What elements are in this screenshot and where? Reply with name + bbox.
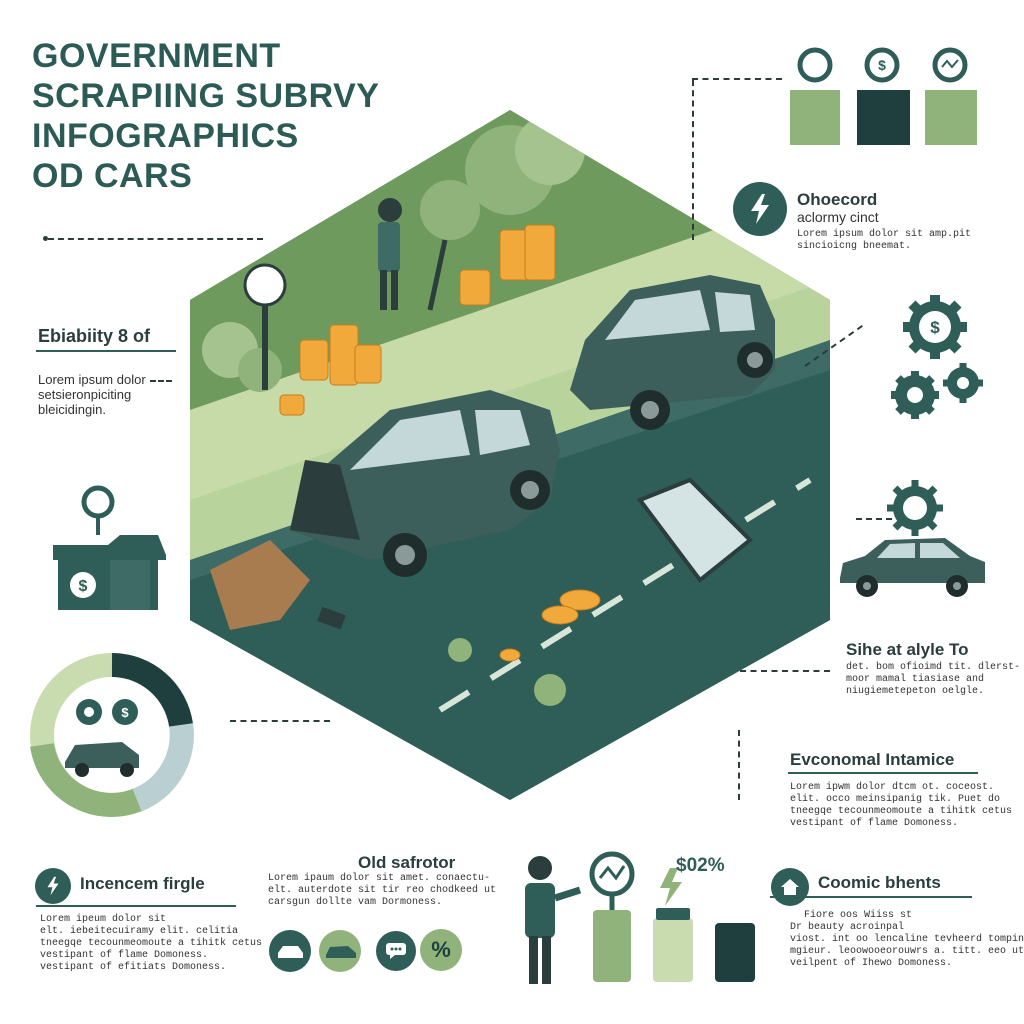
body-line: Lorem ipsum dolor <box>38 372 146 387</box>
bottom-right-heading: Coomic bhents <box>818 873 941 892</box>
body-line: det. bom ofioimd tit. dlerst- <box>846 662 1021 673</box>
body-line: Lorem ipwm dolor dtcm ot. coceost. <box>790 782 995 793</box>
right-mid-body: det. bom ofioimd tit. dlerst- moor mamal… <box>846 662 1020 698</box>
connector-line <box>150 380 172 382</box>
gears-icon: $ <box>891 295 983 419</box>
car-with-gear-icon <box>840 480 985 597</box>
body-line: niugiemetepeton oelgle. <box>846 686 985 697</box>
body-line: vestipant of efitiats Domoness. <box>40 962 227 973</box>
left-panel-body: Lorem ipsum dolor setsieronpiciting blei… <box>38 372 146 417</box>
bottom-right-body: Fiore oos Wiiss st Dr beauty acroinpal v… <box>790 910 1024 970</box>
body-line: tneegqe tecounmeomoute a tihitk cetus <box>40 938 263 949</box>
divider <box>788 772 978 774</box>
price-gauge-icons: $ <box>790 47 977 145</box>
right-lower-body: Lorem ipwm dolor dtcm ot. coceost. elit.… <box>790 782 1012 830</box>
body-line: Dr beauty acroinpal <box>790 922 905 933</box>
chart-value-label: $02% <box>676 855 725 876</box>
body-line: bleicidingin. <box>38 402 106 417</box>
home-icon <box>771 868 809 906</box>
divider <box>36 905 236 907</box>
connector-line <box>230 720 330 722</box>
divider <box>36 350 176 352</box>
body-line: elt. iebeitecuiramy elit. celitia <box>40 926 239 937</box>
body-line: vestipant of flame Domoness. <box>40 950 209 961</box>
bottom-mid-heading: Old safrotor <box>358 853 456 872</box>
connector-line <box>856 518 892 520</box>
right-mid-heading: Sihe at alyle To <box>846 640 969 659</box>
percent-icon: % <box>420 929 462 971</box>
divider <box>770 896 972 898</box>
right-top-body: Lorem ipsum dolor sit amp.pit sincioicng… <box>797 229 971 253</box>
left-panel-heading: Ebiabiity 8 of <box>38 326 151 346</box>
title-line-4: OD CARS <box>32 157 193 195</box>
title-line-1: GOVERNMENT <box>32 37 281 75</box>
svg-text:$: $ <box>79 578 88 595</box>
body-line: elt. auterdote sit tir reo chodkeed ut <box>268 885 497 896</box>
bottom-mid-body: Lorem ipaum dolor sit amet. conaectu- el… <box>268 873 496 909</box>
svg-text:$: $ <box>930 318 940 337</box>
body-line: vestipant of flame Domoness. <box>790 818 959 829</box>
body-line: tneegqe tecounmeomoute a tihitk cetus <box>790 806 1013 817</box>
donut-chart-icon: $ <box>30 653 194 817</box>
lightning-icon <box>35 868 71 904</box>
body-line: Lorem ipeum dolor sit <box>40 914 167 925</box>
connector-line <box>48 238 263 240</box>
connector-line <box>738 730 740 800</box>
body-line: veilpent of Ihewo Domoness. <box>790 958 953 969</box>
title-line-2: SCRAPIING SUBRVY <box>32 77 380 115</box>
bottom-left-body: Lorem ipeum dolor sit elt. iebeitecuiram… <box>40 914 262 974</box>
svg-text:$: $ <box>878 57 886 73</box>
chat-icon <box>376 931 416 971</box>
body-line: Lorem ipaum dolor sit amet. conaectu- <box>268 873 491 884</box>
infographic-title: GOVERNMENT SCRAPIING SUBRVY INFOGRAPHICS… <box>32 36 379 196</box>
body-line: moor mamal tiasiase and <box>846 674 985 685</box>
connector-line <box>692 80 694 240</box>
svg-text:$: $ <box>121 705 129 720</box>
right-top-heading: Ohoecord <box>797 190 878 209</box>
right-lower-heading: Evconomal Intamice <box>790 750 955 769</box>
body-line: viost. int oo lencaline tevheerd tompin <box>790 934 1024 945</box>
right-top-subheading: aclormy cinct <box>797 209 879 225</box>
connector-dot <box>43 236 48 241</box>
worker-with-bar-chart-illustration <box>525 851 755 984</box>
body-line: carsgun dollte vam Dormoness. <box>268 897 443 908</box>
body-line: sincioicng bneemat. <box>797 241 912 252</box>
connector-line <box>740 670 830 672</box>
title-line-3: INFOGRAPHICS <box>32 117 299 155</box>
body-line: elit. occo meinsipanig tik. Puet do <box>790 794 1001 805</box>
body-line: mgieur. leoowooeorouwrs a. titt. eeo ut <box>790 946 1024 957</box>
connector-line <box>692 78 782 80</box>
car-trade-icon <box>269 930 361 972</box>
body-line: Lorem ipsum dolor sit amp.pit <box>797 229 972 240</box>
scrapped-cars-scene-illustration <box>190 110 830 800</box>
scrap-house-icon: $ <box>53 485 166 610</box>
bottom-left-heading: Incencem firgle <box>80 874 205 893</box>
body-line: setsieronpiciting <box>38 387 132 402</box>
body-line: Fiore oos Wiiss st <box>804 910 913 921</box>
lightning-icon <box>733 182 787 236</box>
